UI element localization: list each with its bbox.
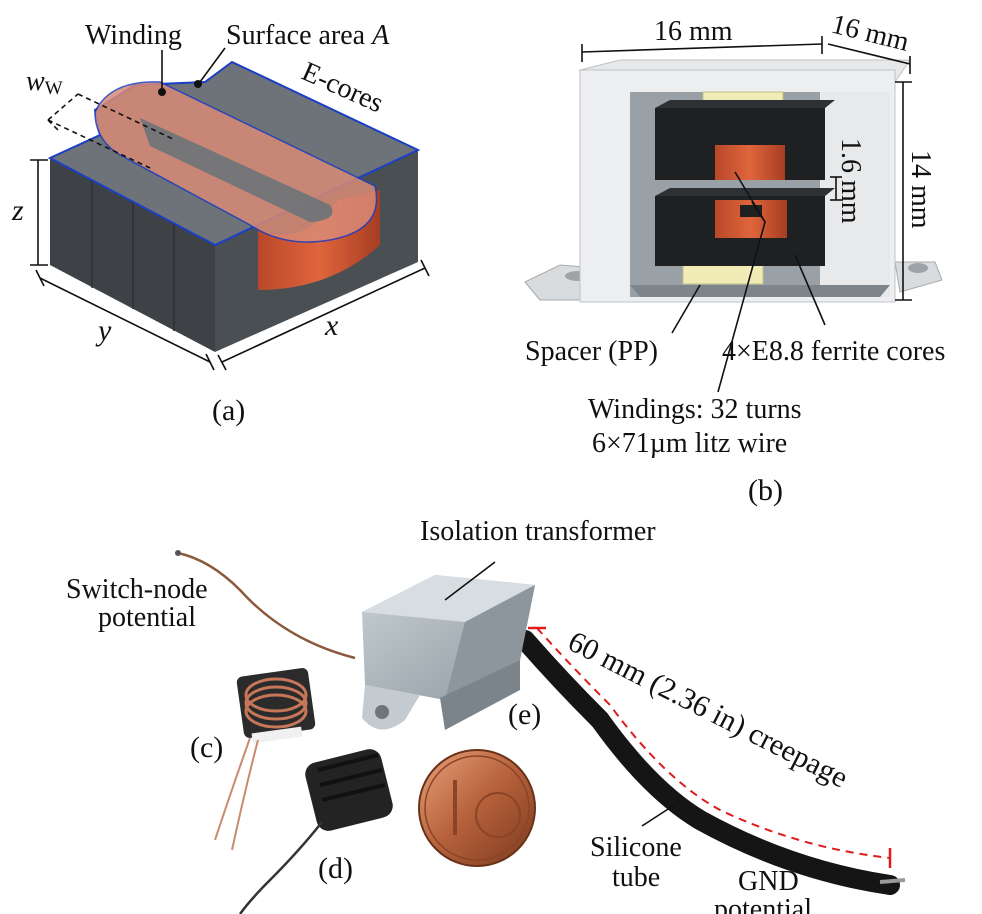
label-d: (d) [318, 852, 353, 885]
label-c: (c) [190, 731, 223, 764]
transformer-d [238, 749, 393, 914]
label-gnd: GND [738, 866, 799, 897]
dim-depth: 16 mm [828, 9, 912, 58]
euro-cent-coin [418, 749, 536, 867]
label-windings-litz: 6×71µm litz wire [592, 428, 787, 459]
label-ww: wW [26, 66, 63, 99]
label-ferrite-cores: 4×E8.8 ferrite cores [722, 336, 945, 367]
label-silicone: Silicone [590, 832, 682, 863]
caption-a: (a) [212, 394, 245, 427]
label-surface-area: Surface area A [226, 20, 390, 51]
label-switch-node: Switch-node [66, 574, 208, 605]
label-y: y [95, 314, 112, 347]
label-spacer: Spacer (PP) [525, 336, 658, 367]
label-x: x [324, 309, 339, 342]
silicone-tube [515, 630, 900, 895]
panel-a: Winding Surface area A E-cores wW z y x … [11, 20, 430, 427]
label-isolation-transformer: Isolation transformer [420, 516, 656, 547]
dim-gap: 1.6 mm [835, 138, 866, 224]
mount-tab-right [894, 261, 943, 293]
label-creepage: 60 mm (2.36 in) creepage [563, 625, 853, 795]
label-winding: Winding [85, 20, 182, 51]
label-windings-turns: Windings: 32 turns [588, 394, 802, 425]
label-tube: tube [612, 862, 660, 893]
transformer-c [214, 668, 316, 851]
dim-width: 16 mm [654, 16, 733, 47]
switch-node-wire [177, 551, 356, 660]
label-gnd-potential: potential [714, 894, 812, 914]
creepage-path [536, 627, 891, 859]
panel-b: 16 mm 16 mm 14 mm 1.6 mm Spacer (PP) 4×E… [524, 9, 945, 507]
caption-b: (b) [748, 474, 783, 507]
dim-height: 14 mm [905, 150, 936, 229]
label-switch-potential: potential [98, 602, 196, 633]
photo-panel: Isolation transformer Switch-node potent… [66, 516, 906, 914]
label-z: z [11, 194, 24, 227]
label-e: (e) [508, 698, 541, 731]
